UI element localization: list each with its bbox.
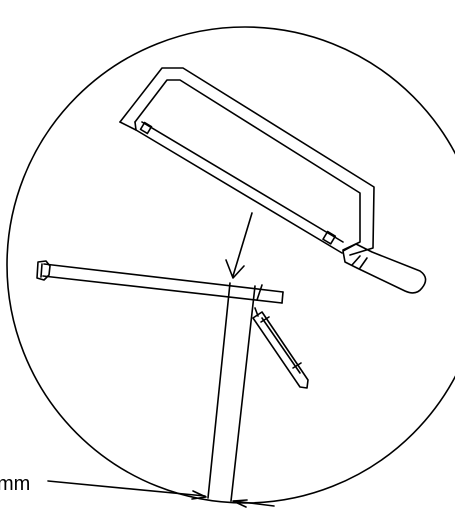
dimension-label: mm: [0, 473, 31, 495]
marker-pen-icon: [252, 307, 309, 389]
dimension-leaders: [47, 480, 275, 508]
cut-mark-lines: [207, 282, 263, 502]
threaded-rod-icon: [36, 260, 284, 304]
hacksaw-icon: [119, 67, 427, 294]
arrow-down-icon: [225, 212, 253, 279]
